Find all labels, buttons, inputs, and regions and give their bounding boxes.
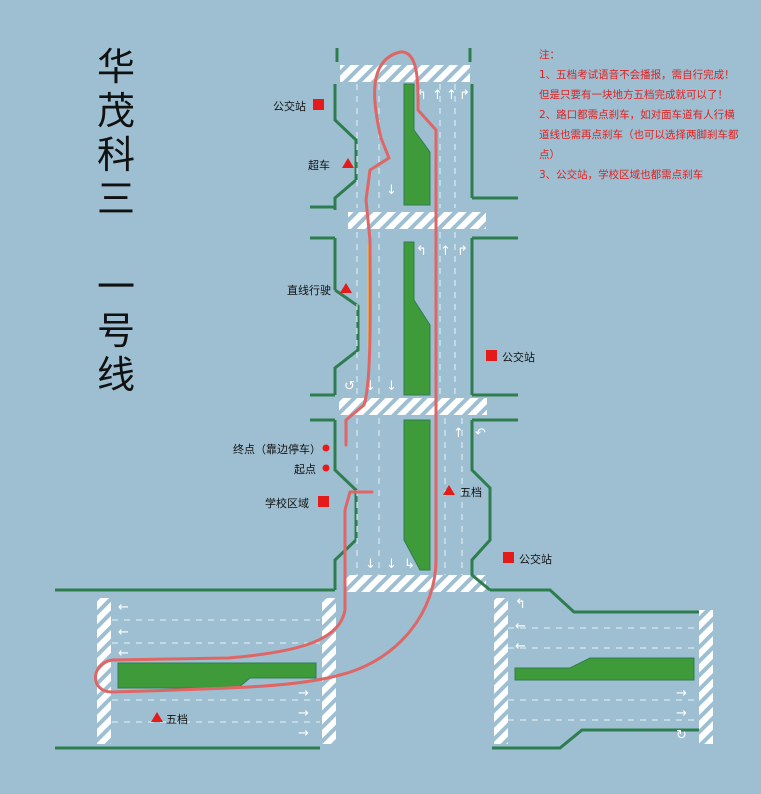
label-fifth-gear: 五档: [166, 713, 188, 726]
point-marker: [322, 464, 330, 472]
svg-text:←: ←: [118, 646, 129, 661]
bus-stop-marker: [318, 496, 329, 507]
bus-stop-marker: [486, 350, 497, 361]
label-bus-stop: 公交站: [519, 553, 552, 566]
lane-lines: [112, 84, 697, 723]
svg-text:↺: ↺: [344, 379, 355, 394]
crosswalk-4: [346, 575, 486, 592]
svg-text:↰: ↰: [416, 244, 427, 259]
svg-text:←: ←: [515, 619, 526, 634]
svg-text:↶: ↶: [475, 426, 486, 441]
title-char: 线: [96, 353, 135, 397]
driving-route: [94, 50, 438, 694]
map-title: 华 茂 科 三 一 号 线: [94, 45, 138, 397]
note-item: 2、路口都需点刹车，如对面车道有人行横道线也需再点刹车（也可以选择两脚刹车都点）: [539, 109, 739, 161]
svg-text:↱: ↱: [457, 244, 468, 259]
svg-text:↓: ↓: [386, 557, 397, 572]
svg-text:→: →: [676, 686, 687, 701]
road-edges: [55, 48, 699, 750]
label-start-point: 起点: [294, 463, 316, 476]
lane-arrows: ↰↑↑↱ ↓ ↰↑↱ ↺↓↓ ↑↶ ↓↓↳ ←←← →→→ ↰←← →→↻: [118, 88, 687, 743]
crosswalk-3: [339, 398, 487, 415]
task-marker: [443, 485, 455, 495]
svg-text:↰: ↰: [416, 88, 427, 103]
bus-stop-marker: [503, 552, 514, 563]
svg-text:←: ←: [118, 600, 129, 615]
title-char: 茂: [96, 89, 135, 133]
crosswalk-left-2: [322, 598, 336, 744]
svg-text:↳: ↳: [404, 557, 415, 572]
svg-text:↱: ↱: [459, 88, 470, 103]
svg-text:↑: ↑: [440, 244, 451, 259]
label-fifth-gear: 五档: [460, 486, 482, 499]
medians: [117, 83, 695, 689]
crosswalk-right-2: [699, 610, 713, 744]
svg-text:↰: ↰: [515, 597, 526, 612]
svg-text:→: →: [676, 706, 687, 721]
title-char: 华: [96, 45, 135, 89]
label-bus-stop: 公交站: [273, 100, 306, 113]
label-bus-stop: 公交站: [502, 351, 535, 364]
crosswalk-2: [348, 212, 486, 229]
title-char: 一: [96, 265, 135, 309]
svg-text:↓: ↓: [365, 557, 376, 572]
svg-text:→: →: [298, 706, 309, 721]
task-marker: [151, 712, 163, 722]
svg-text:↓: ↓: [386, 183, 397, 198]
notes-heading: 注：: [539, 49, 560, 61]
label-school-zone: 学校区域: [265, 497, 309, 510]
notes-panel: 注： 1、五档考试语音不会播报，需自行完成！但是只要有一块地方五档完成就可以了！…: [539, 45, 739, 185]
title-char: 三: [96, 177, 135, 221]
svg-text:←: ←: [118, 625, 129, 640]
svg-text:←: ←: [515, 639, 526, 654]
label-overtake: 超车: [308, 159, 330, 172]
svg-text:↓: ↓: [386, 379, 397, 394]
task-marker: [340, 283, 352, 293]
note-item: 3、公交站，学校区域也都需点刹车: [539, 169, 704, 181]
svg-text:↑: ↑: [446, 88, 457, 103]
svg-text:↑: ↑: [432, 88, 443, 103]
svg-text:↻: ↻: [676, 728, 687, 743]
label-straight-driving: 直线行驶: [287, 284, 331, 297]
svg-text:↑: ↑: [453, 426, 464, 441]
svg-text:↓: ↓: [365, 379, 376, 394]
note-item: 1、五档考试语音不会播报，需自行完成！但是只要有一块地方五档完成就可以了！: [539, 69, 735, 101]
svg-text:→: →: [298, 726, 309, 741]
svg-text:→: →: [298, 686, 309, 701]
label-end-point: 终点（靠边停车）: [233, 443, 321, 456]
title-char: 号: [96, 309, 135, 353]
bus-stop-marker: [313, 99, 324, 110]
crosswalk-left-1: [97, 598, 111, 744]
point-marker: [322, 444, 330, 452]
markers: [151, 99, 514, 722]
title-char: 科: [96, 133, 135, 177]
crosswalk-top: [340, 65, 470, 82]
task-marker: [342, 158, 354, 168]
title-gap: [94, 221, 138, 265]
crosswalk-right-1: [494, 598, 508, 744]
